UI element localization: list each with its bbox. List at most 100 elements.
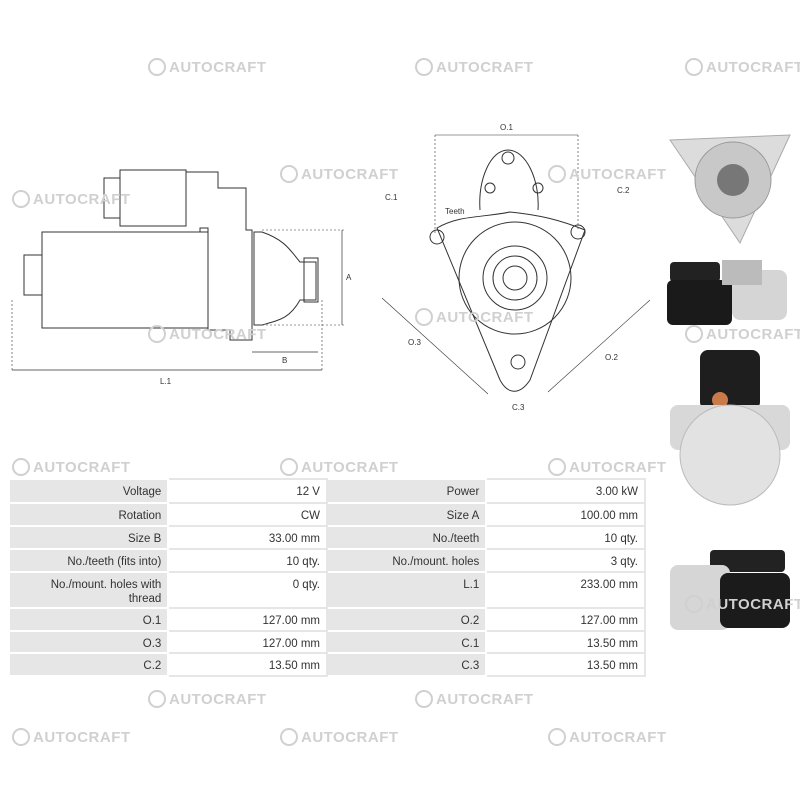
label-o2: O.2: [605, 353, 618, 362]
watermark-text: AUTOCRAFT: [569, 458, 667, 476]
watermark-logo: AUTOCRAFT: [12, 458, 131, 476]
watermark-text: AUTOCRAFT: [169, 58, 267, 76]
label-b: B: [282, 356, 287, 365]
watermark-logo: AUTOCRAFT: [280, 728, 399, 746]
spec-label: Rotation: [7, 502, 170, 527]
watermark-circle-icon: [12, 728, 30, 746]
watermark-circle-icon: [148, 58, 166, 76]
spec-label: No./mount. holes: [325, 548, 488, 573]
label-o1: O.1: [500, 123, 513, 132]
spec-label: C.3: [325, 652, 488, 677]
spec-label: No./teeth: [325, 525, 488, 550]
spec-value: 33.00 mm: [167, 525, 328, 550]
spec-value: 12 V: [167, 478, 328, 504]
spec-label: O.3: [7, 630, 170, 654]
watermark-circle-icon: [685, 595, 703, 613]
label-teeth: Teeth: [445, 207, 465, 216]
label-c1: C.1: [385, 193, 398, 202]
spec-value: 3 qty.: [485, 548, 646, 573]
watermark-text: AUTOCRAFT: [33, 190, 131, 208]
watermark-circle-icon: [685, 58, 703, 76]
spec-value: 0 qty.: [167, 571, 328, 609]
watermark-text: AUTOCRAFT: [33, 728, 131, 746]
watermark-logo: AUTOCRAFT: [12, 728, 131, 746]
spec-value: 13.50 mm: [485, 630, 646, 654]
watermark-text: AUTOCRAFT: [706, 595, 800, 613]
watermark-logo: AUTOCRAFT: [280, 165, 399, 183]
product-photo-front-flange: [669, 134, 791, 245]
product-photo-angle: [670, 550, 790, 630]
product-photo-side: [667, 260, 787, 325]
label-o3: O.3: [408, 338, 421, 347]
label-l1: L.1: [160, 377, 172, 386]
spec-value: 13.50 mm: [167, 652, 328, 677]
front-view-drawing: O.1 C.1 C.2 Teeth O.3 O.2 C.3: [381, 123, 651, 412]
spec-value: 13.50 mm: [485, 652, 646, 677]
spec-value: 100.00 mm: [485, 502, 646, 527]
spec-value: 127.00 mm: [167, 607, 328, 632]
watermark-logo: AUTOCRAFT: [548, 458, 667, 476]
spec-label: Size A: [325, 502, 488, 527]
spec-value: 127.00 mm: [485, 607, 646, 632]
spec-label: Size B: [7, 525, 170, 550]
watermark-text: AUTOCRAFT: [706, 325, 800, 343]
watermark-text: AUTOCRAFT: [33, 458, 131, 476]
watermark-text: AUTOCRAFT: [436, 58, 534, 76]
watermark-text: AUTOCRAFT: [436, 690, 534, 708]
spec-label: C.1: [325, 630, 488, 654]
watermark-circle-icon: [12, 190, 30, 208]
label-a: A: [346, 273, 352, 282]
watermark-text: AUTOCRAFT: [169, 325, 267, 343]
spec-value: 10 qty.: [485, 525, 646, 550]
watermark-circle-icon: [148, 690, 166, 708]
watermark-circle-icon: [548, 458, 566, 476]
side-view-drawing: L.1 B A: [11, 169, 352, 386]
watermark-text: AUTOCRAFT: [301, 458, 399, 476]
watermark-logo: AUTOCRAFT: [415, 690, 534, 708]
watermark-circle-icon: [548, 165, 566, 183]
spec-label: L.1: [325, 571, 488, 609]
watermark-circle-icon: [12, 458, 30, 476]
watermark-logo: AUTOCRAFT: [148, 58, 267, 76]
spec-label: C.2: [7, 652, 170, 677]
spec-value: 3.00 kW: [485, 478, 646, 504]
watermark-circle-icon: [280, 458, 298, 476]
product-photo-rear: [670, 350, 790, 506]
watermark-circle-icon: [415, 58, 433, 76]
label-c3: C.3: [512, 403, 525, 412]
watermark-logo: AUTOCRAFT: [685, 325, 800, 343]
watermark-text: AUTOCRAFT: [706, 58, 800, 76]
watermark-logo: AUTOCRAFT: [280, 458, 399, 476]
watermark-circle-icon: [415, 690, 433, 708]
watermark-circle-icon: [148, 325, 166, 343]
watermark-text: AUTOCRAFT: [569, 728, 667, 746]
spec-value: 233.00 mm: [485, 571, 646, 609]
spec-label: No./teeth (fits into): [7, 548, 170, 573]
watermark-text: AUTOCRAFT: [301, 728, 399, 746]
spec-value: CW: [167, 502, 328, 527]
watermark-logo: AUTOCRAFT: [148, 325, 267, 343]
spec-label: Power: [325, 478, 488, 504]
watermark-circle-icon: [415, 308, 433, 326]
spec-label: Voltage: [7, 478, 170, 504]
watermark-circle-icon: [280, 728, 298, 746]
watermark-logo: AUTOCRAFT: [548, 165, 667, 183]
spec-value: 127.00 mm: [167, 630, 328, 654]
watermark-text: AUTOCRAFT: [169, 690, 267, 708]
watermark-circle-icon: [280, 165, 298, 183]
spec-value: 10 qty.: [167, 548, 328, 573]
watermark-text: AUTOCRAFT: [569, 165, 667, 183]
watermark-text: AUTOCRAFT: [436, 308, 534, 326]
watermark-logo: AUTOCRAFT: [148, 690, 267, 708]
label-c2: C.2: [617, 186, 630, 195]
watermark-circle-icon: [685, 325, 703, 343]
spec-label: No./mount. holes with thread: [7, 571, 170, 609]
watermark-text: AUTOCRAFT: [301, 165, 399, 183]
